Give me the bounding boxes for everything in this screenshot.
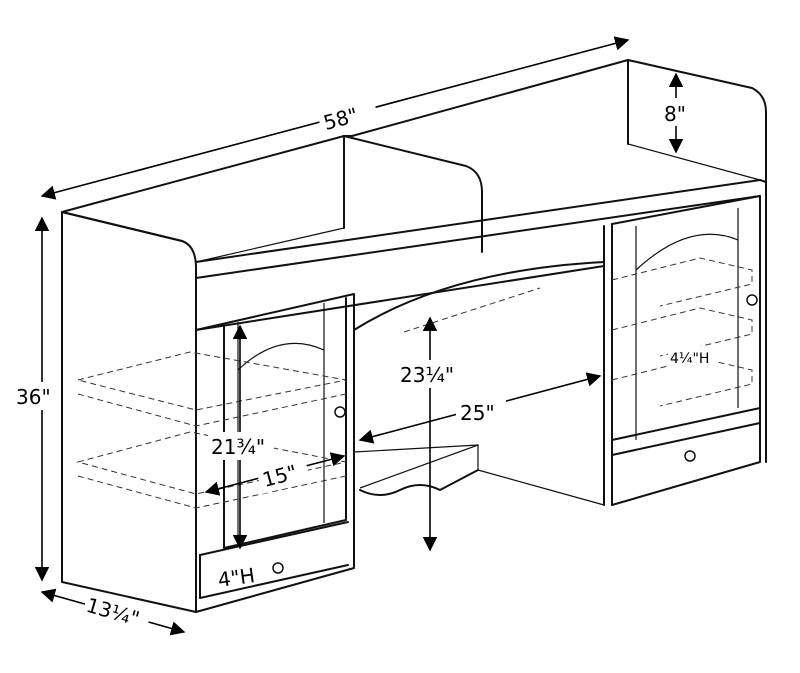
knee-height-label: 23¼": [400, 363, 454, 387]
hutch-outline: [61, 59, 767, 613]
left-drawer-knob: [272, 562, 284, 574]
right-door-knob: [746, 294, 758, 306]
left-drawer-height-label: 4"H: [216, 563, 256, 592]
cabinet-height-label: 21¾": [211, 435, 265, 459]
top-shelf-height-label: 8": [664, 102, 686, 126]
right-drawer-height-label: 4¼"H: [670, 351, 709, 367]
right-drawer-knob: [684, 450, 696, 462]
dimension-arrows: [34, 36, 684, 636]
total-height-label: 36": [16, 385, 51, 409]
left-door-knob: [334, 406, 346, 418]
dimension-labels: 58" 8" 36" 13¼" 23¼" 25" 21¾" 15" 4"H 4¼…: [14, 92, 716, 635]
knee-width-label: 25": [460, 401, 495, 425]
